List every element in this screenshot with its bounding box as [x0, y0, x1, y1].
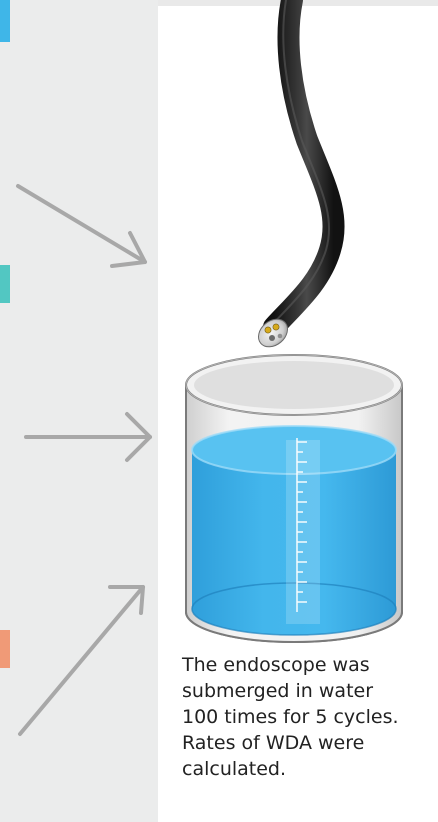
- endoscope-icon: [253, 0, 334, 352]
- water-beaker-icon: [186, 355, 402, 642]
- arrow-up-right-icon: [20, 587, 143, 734]
- arrow-right-icon: [26, 414, 150, 460]
- arrow-down-right-icon: [18, 186, 145, 266]
- caption-text: The endoscope was submerged in water 100…: [182, 652, 418, 782]
